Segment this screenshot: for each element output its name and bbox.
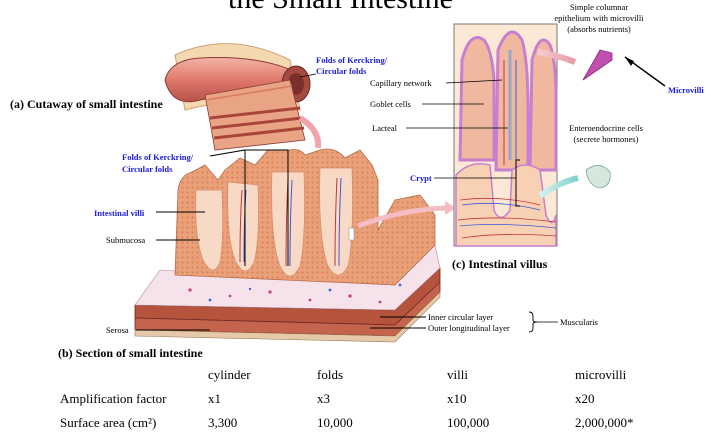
columnar-cell-icon: [582, 49, 613, 81]
muscularis-bracket: [528, 311, 538, 333]
cutaway-intestine-illustration: [164, 43, 311, 151]
label-inner-circular: Inner circular layer: [428, 312, 493, 322]
label-columnar-line1: Simple columnar: [570, 2, 628, 12]
label-muscularis: Muscularis: [560, 317, 598, 327]
label-folds-mid-line1: Folds of Kerckring/: [122, 152, 194, 162]
table-header-cell: villi: [447, 367, 468, 382]
table-header-cell: [60, 363, 208, 387]
table-header-cell: cylinder: [208, 367, 251, 382]
label-outer-longitudinal: Outer longitudinal layer: [428, 323, 510, 333]
label-entero-line1: Enteroendocrine cells: [569, 123, 643, 133]
table-cell: 3,300: [208, 415, 238, 430]
label-folds-top-line1: Folds of Kerckring/: [316, 55, 388, 65]
villus-illustration: [453, 23, 558, 247]
label-microvilli: Microvilli: [668, 85, 704, 95]
table-cell: x20: [575, 391, 595, 406]
label-columnar-line3: (absorbs nutrients): [567, 24, 631, 34]
label-capillary-network: Capillary network: [370, 78, 432, 88]
label-lacteal: Lacteal: [372, 123, 398, 133]
label-goblet-cells: Goblet cells: [370, 99, 411, 109]
zoom-arrow-a-to-b: [298, 115, 322, 149]
label-columnar-line2: epithelium with microvilli: [554, 13, 644, 23]
table-header-cell: microvilli: [575, 367, 627, 382]
table-cell: Amplification factor: [60, 391, 167, 406]
label-intestinal-villi: Intestinal villi: [94, 208, 145, 218]
zoom-arrow-b-to-c: [357, 205, 446, 229]
page-title: the Small Intestine: [228, 0, 453, 15]
table-cell: 10,000: [317, 415, 353, 430]
table-cell: Surface area (cm²): [60, 415, 157, 430]
label-folds-mid-line2: Circular folds: [122, 164, 173, 174]
label-crypt: Crypt: [410, 173, 432, 183]
panel-c-label: (c) Intestinal villus: [452, 257, 548, 271]
crypt-bracket: [515, 159, 520, 207]
table-header-cell: folds: [317, 367, 343, 382]
label-submucosa: Submucosa: [106, 235, 145, 245]
table-cell: 2,000,000*: [575, 415, 634, 430]
table-cell: x1: [208, 391, 221, 406]
label-serosa: Serosa: [106, 325, 129, 335]
table-row: Amplification factor x1 x3 x10 x20: [60, 387, 695, 411]
table-cell: x3: [317, 391, 330, 406]
panel-a-label: (a) Cutaway of small intestine: [10, 97, 163, 111]
amplification-table: cylinder folds villi microvilli Amplific…: [60, 363, 695, 435]
table-cell: x10: [447, 391, 467, 406]
label-entero-line2: (secrete hormones): [574, 134, 639, 144]
table-row: Surface area (cm²) 3,300 10,000 100,000 …: [60, 411, 695, 435]
section-illustration: [134, 148, 441, 343]
panel-b-label: (b) Section of small intestine: [58, 346, 203, 360]
table-header-row: cylinder folds villi microvilli: [60, 363, 695, 387]
enteroendocrine-cell-icon: [585, 165, 611, 189]
table-cell: 100,000: [447, 415, 490, 430]
label-folds-top-line2: Circular folds: [316, 66, 367, 76]
